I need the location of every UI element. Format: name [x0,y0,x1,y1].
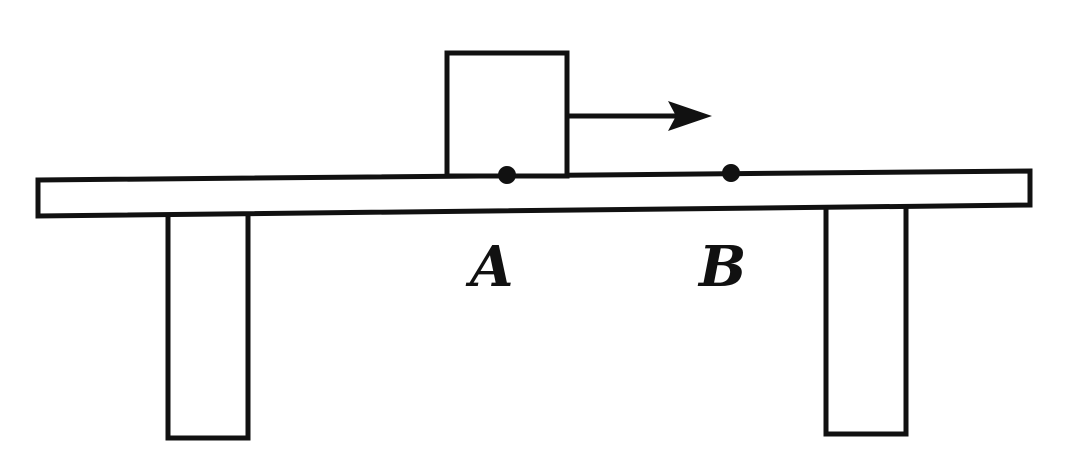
left-table-leg [165,205,251,441]
right-table-leg [823,203,909,437]
point-b-dot [722,164,740,182]
arrowhead-icon [668,101,712,131]
point-a-label: A [465,234,513,300]
point-b-label: B [697,234,746,300]
table-top [35,168,1033,219]
motion-arrow [567,101,712,131]
point-a-dot [498,166,516,184]
sliding-block [444,50,570,179]
